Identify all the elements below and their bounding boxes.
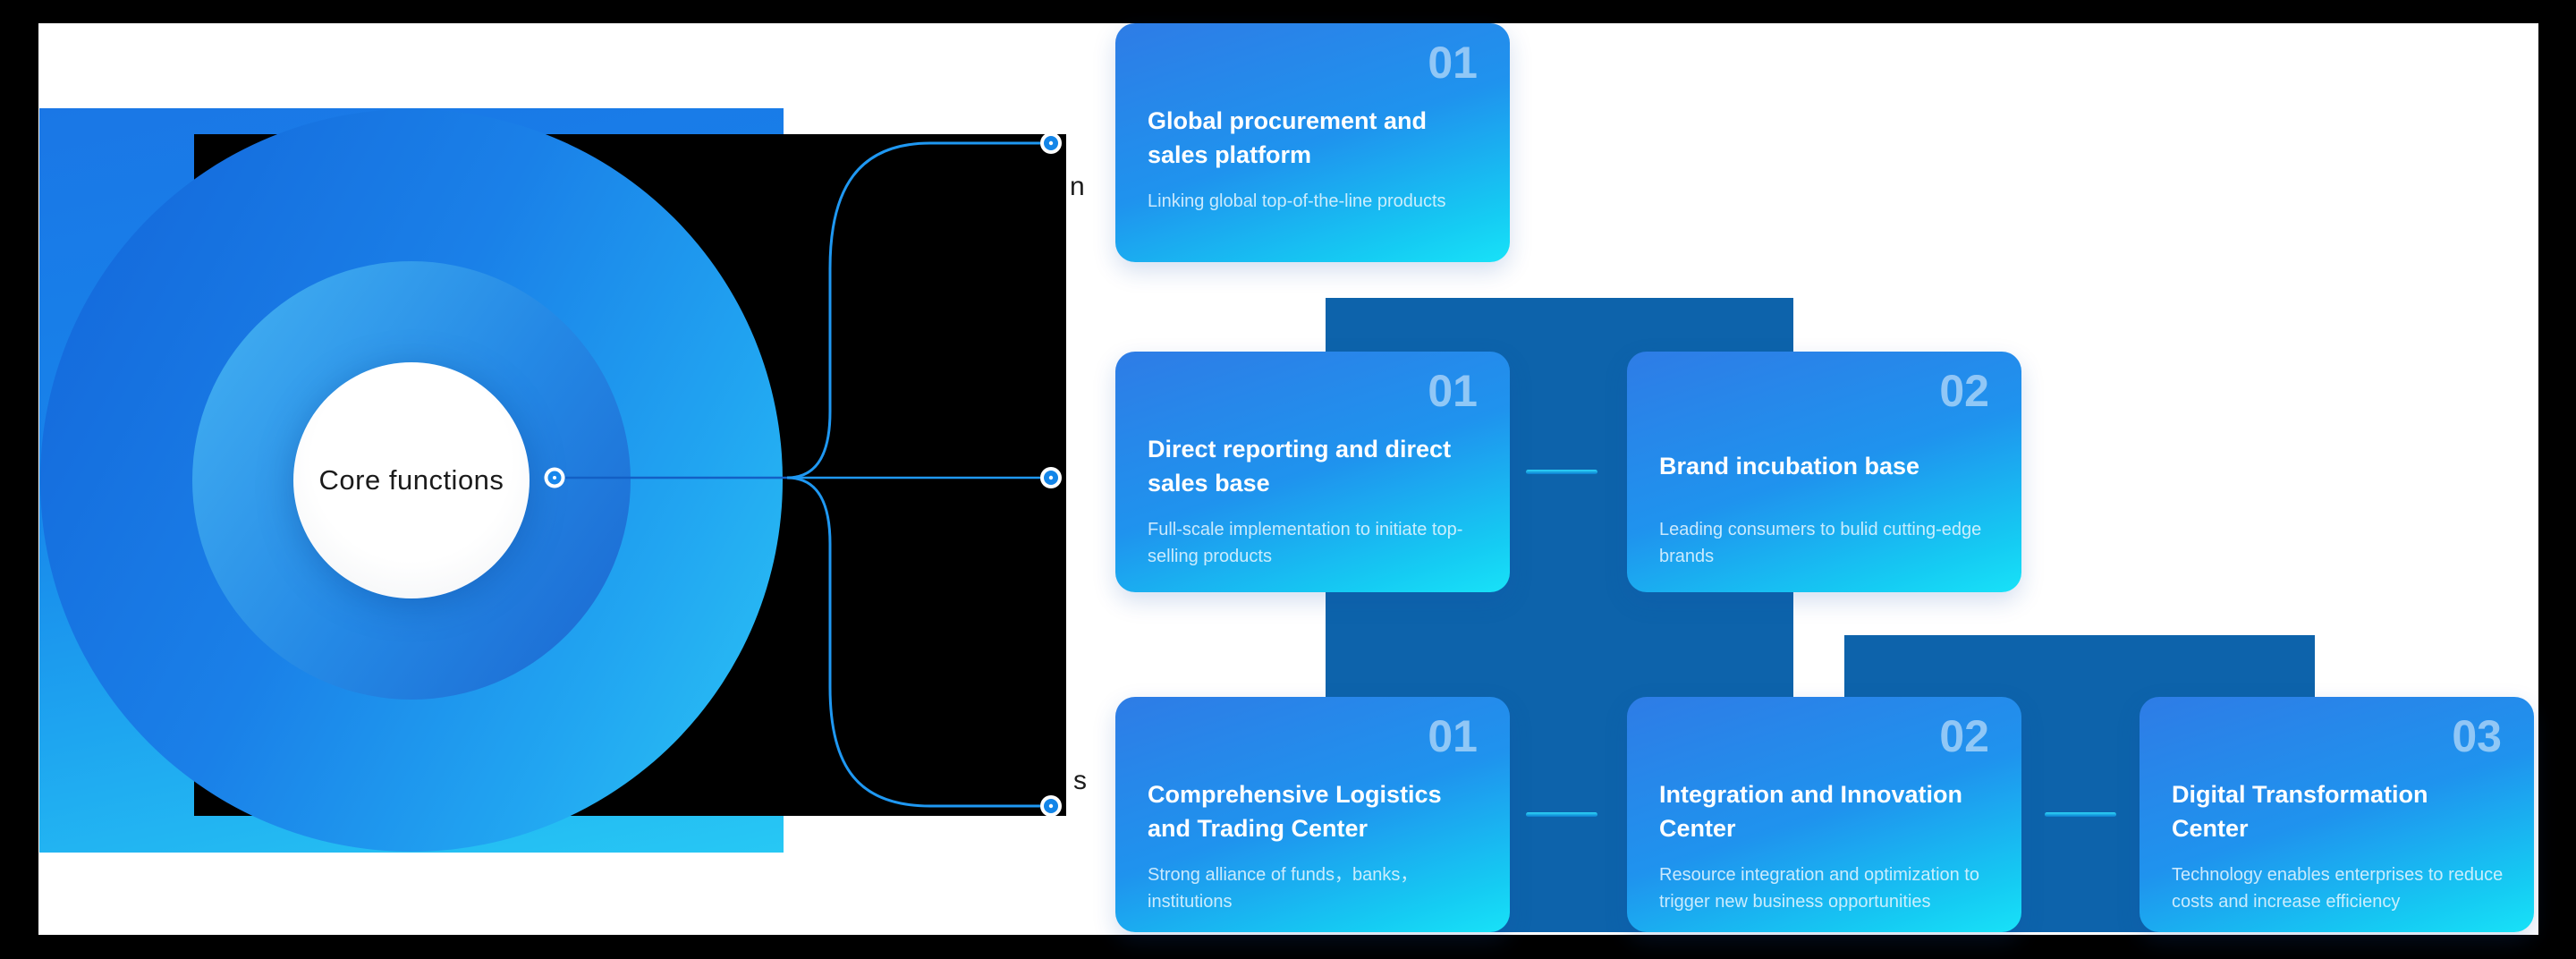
card-number: 02 bbox=[1939, 366, 1989, 416]
card-title: Integration and Innovation Center bbox=[1659, 781, 1962, 842]
card-number: 01 bbox=[1428, 711, 1478, 761]
core-functions-circle: Core functions bbox=[293, 362, 530, 598]
card-description: Full-scale implementation to initiate to… bbox=[1148, 520, 1463, 566]
card-title: Global procurement and sales platform bbox=[1148, 107, 1428, 168]
card-number: 01 bbox=[1428, 38, 1478, 88]
card-connector-bar bbox=[1526, 470, 1597, 474]
card-description: Leading consumers to bulid cutting-edge … bbox=[1659, 520, 1982, 566]
card-logistics-trading[interactable]: 01 Comprehensive Logistics and Trading C… bbox=[1115, 697, 1510, 932]
card-direct-reporting[interactable]: 01 Direct reporting and direct sales bas… bbox=[1115, 352, 1510, 592]
card-number: 02 bbox=[1939, 711, 1989, 761]
card-number: 01 bbox=[1428, 366, 1478, 416]
card-title: Direct reporting and direct sales base bbox=[1148, 436, 1452, 496]
card-number: 03 bbox=[2452, 711, 2502, 761]
card-description: Resource integration and optimization to… bbox=[1659, 865, 1979, 912]
card-description: Strong alliance of funds，banks，instituti… bbox=[1148, 865, 1419, 912]
label-fragment-top: n bbox=[1070, 172, 1085, 201]
card-title: Comprehensive Logistics and Trading Cent… bbox=[1148, 781, 1442, 842]
card-integration-innovation[interactable]: 02 Integration and Innovation Center Res… bbox=[1627, 697, 2021, 932]
card-description: Technology enables enterprises to reduce… bbox=[2172, 865, 2504, 912]
card-digital-transformation[interactable]: 03 Digital Transformation Center Technol… bbox=[2140, 697, 2534, 932]
card-brand-incubation[interactable]: 02 Brand incubation base Leading consume… bbox=[1627, 352, 2021, 592]
core-functions-label: Core functions bbox=[318, 464, 504, 496]
card-title: Digital Transformation Center bbox=[2172, 781, 2428, 842]
card-connector-bar bbox=[1526, 812, 1597, 817]
card-description: Linking global top-of-the-line products bbox=[1148, 191, 1446, 211]
card-title: Brand incubation base bbox=[1659, 453, 1920, 480]
card-global-procurement[interactable]: 01 Global procurement and sales platform… bbox=[1115, 23, 1510, 262]
label-fragment-bottom: s bbox=[1073, 766, 1087, 795]
card-connector-bar bbox=[2045, 812, 2116, 817]
